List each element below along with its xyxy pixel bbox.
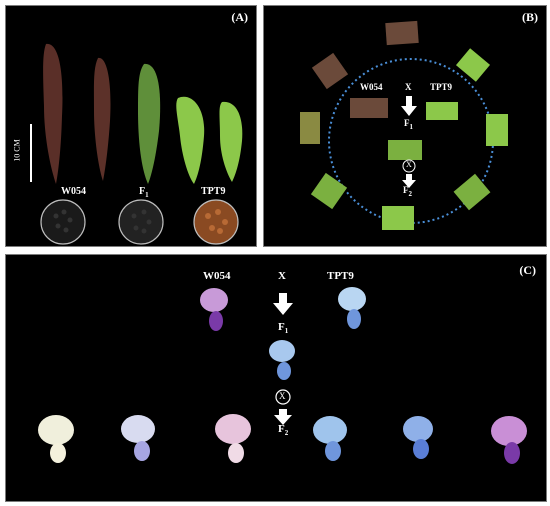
flower-tpt9	[338, 287, 366, 329]
pod-section-w054	[350, 98, 388, 118]
pod-section	[385, 20, 419, 46]
scale-bar	[30, 124, 32, 182]
pod-tpt9-2	[219, 101, 243, 182]
pod-section	[311, 52, 349, 90]
c-label-f1: F1	[278, 321, 288, 335]
b-label-cross: X	[405, 82, 412, 92]
c-label-f1-text: F	[278, 321, 285, 333]
seed-dish-f1	[118, 199, 164, 245]
panel-c: (C) W054 X TPT9 F1 X F2	[5, 254, 547, 502]
panel-a: (A) 10 CM W054 F1 TPT9	[5, 5, 257, 247]
panel-b-label: (B)	[522, 10, 538, 24]
c-label-f2-sub: 2	[284, 429, 289, 438]
c-label-f2-text: F	[278, 423, 285, 435]
flower-f2-light-blue	[313, 416, 347, 461]
pod-section	[486, 114, 508, 146]
b-label-tpt9: TPT9	[430, 82, 453, 92]
b-label-f2-text: F	[403, 185, 409, 195]
flower-f2-purple	[491, 416, 527, 464]
c-self-symbol: X	[279, 391, 286, 401]
pod-w054-2	[93, 57, 111, 181]
flowers-photo	[38, 287, 527, 464]
flower-f2-pale-violet	[121, 415, 155, 461]
c-down-arrow-2	[274, 409, 292, 425]
pod-section	[310, 172, 348, 210]
seed-dish-tpt9	[193, 199, 239, 245]
panel-c-label: (C)	[519, 263, 536, 277]
label-f1: F1	[139, 186, 149, 199]
pod-sections-photo	[300, 20, 508, 230]
c-self-symbol-circle	[275, 389, 291, 405]
b-label-f1-sub: 1	[409, 122, 414, 131]
c-label-f2: F2	[278, 423, 288, 437]
b-label-f2-sub: 2	[408, 189, 413, 198]
label-tpt9: TPT9	[201, 186, 226, 197]
self-symbol-circle	[402, 159, 416, 173]
seed-dish-w054	[40, 199, 86, 245]
down-arrow-1	[401, 96, 417, 116]
pod-section	[453, 173, 491, 211]
panel-b: (B) W054 X TPT9 F1 X F2	[263, 5, 547, 247]
label-w054: W054	[61, 186, 86, 197]
pod-tpt9-1	[176, 96, 205, 184]
panel-a-label: (A)	[231, 10, 248, 24]
pod-w054-1	[43, 43, 63, 184]
c-label-cross: X	[278, 270, 286, 282]
pod-f1	[138, 63, 161, 184]
flower-f2-blue	[403, 416, 433, 459]
c-down-arrow-1	[273, 293, 293, 315]
flower-w054	[200, 288, 228, 331]
c-label-tpt9: TPT9	[327, 270, 354, 282]
flower-f1	[269, 340, 295, 380]
pod-section	[382, 206, 414, 230]
label-f1-text: F	[139, 186, 146, 197]
flower-f2-white	[38, 415, 74, 463]
down-arrow-2	[402, 174, 416, 188]
seed-dishes-photo	[40, 199, 239, 245]
b-self-symbol: X	[406, 160, 412, 169]
pod-section	[300, 112, 320, 144]
pod-section-tpt9	[426, 102, 458, 120]
b-label-f1-text: F	[404, 118, 410, 128]
c-label-f1-sub: 1	[284, 327, 289, 336]
pod-section	[455, 48, 491, 82]
pods-photo	[43, 43, 243, 184]
c-label-w054: W054	[203, 270, 231, 282]
b-label-w054: W054	[360, 82, 383, 92]
label-f1-sub: 1	[145, 191, 149, 199]
pod-section-f1	[388, 140, 422, 160]
b-label-f1: F1	[404, 118, 413, 131]
b-label-f2: F2	[403, 185, 412, 198]
flower-f2-pink	[215, 414, 251, 463]
